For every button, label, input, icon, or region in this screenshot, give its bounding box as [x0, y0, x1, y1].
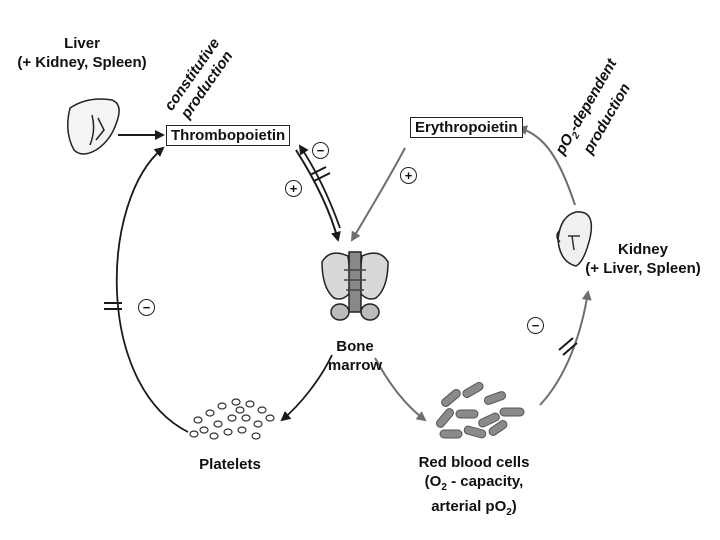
plus-sign-erythropoietin: +	[400, 167, 417, 184]
platelets-icon	[189, 398, 275, 440]
inhibition-bars-right	[558, 337, 578, 356]
kidney-label: Kidney (+ Liver, Spleen)	[585, 241, 701, 277]
rbc-to-kidney-arrow	[539, 290, 592, 406]
marrow-to-platelets-arrow	[280, 354, 333, 422]
pelvis-icon	[321, 251, 389, 321]
marrow-to-thrombopoietin-arrow	[298, 144, 341, 229]
minus-sign-rbc: −	[527, 317, 544, 334]
liver-label: Liver (+ Kidney, Spleen)	[17, 35, 147, 71]
minus-sign-thrombo-feedback: −	[312, 142, 329, 159]
inhibition-bars-upper	[309, 166, 331, 182]
marrow-to-rbc-arrow	[374, 357, 427, 422]
kidney-icon	[556, 211, 593, 267]
platelets-to-thrombopoietin-arrow	[115, 146, 189, 433]
erythropoietin-box: Erythropoietin	[410, 117, 523, 138]
thrombopoietin-box: Thrombopoietin	[166, 125, 291, 146]
minus-sign-platelets: −	[138, 299, 155, 316]
thrombopoietin-to-marrow-arrow	[295, 149, 341, 242]
platelets-label: Platelets	[199, 456, 261, 473]
red-blood-cells-label: Red blood cells (O2 - capacity, arterial…	[418, 454, 530, 518]
kidney-to-erythropoietin-arrow	[517, 125, 576, 206]
inhibition-bars-left	[104, 302, 122, 310]
bone-marrow-label: Bone marrow	[327, 338, 383, 374]
erythropoietin-to-marrow-arrow	[350, 147, 406, 242]
liver-icon	[67, 98, 120, 155]
red-blood-cells-icon	[436, 382, 525, 439]
plus-sign-thrombopoietin: +	[285, 180, 302, 197]
